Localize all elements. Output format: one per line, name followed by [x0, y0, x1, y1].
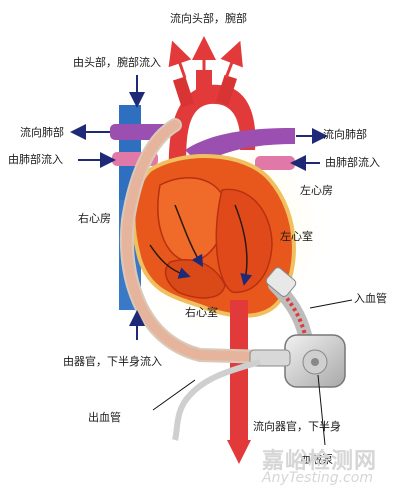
- label-right-ventricle: 右心室: [185, 306, 218, 319]
- carotid-branch: [196, 70, 212, 100]
- label-flow-to-head-arms: 流向头部，腕部: [170, 12, 247, 25]
- label-from-lung-right: 由肺部流入: [325, 156, 380, 169]
- label-left-atrium: 左心房: [300, 184, 333, 197]
- label-flow-to-lower-body: 流向器官，下半身: [253, 420, 341, 433]
- subclavian-branch-right: [215, 74, 237, 106]
- label-left-ventricle: 左心室: [280, 230, 313, 243]
- label-from-lower-body: 由器官，下半身流入: [63, 355, 162, 368]
- inflow-cannula-tip: [265, 267, 297, 297]
- subclavian-branch: [172, 76, 194, 108]
- label-inflow-cannula: 入血管: [354, 292, 387, 305]
- pulmonary-vein-right: [255, 156, 295, 170]
- aortic-arch: [168, 84, 256, 190]
- label-right-atrium: 右心房: [78, 212, 111, 225]
- label-blood-pump: 血液泵: [300, 453, 333, 466]
- label-from-lung-left: 由肺部流入: [8, 153, 63, 166]
- label-outflow-graft: 出血管: [88, 411, 121, 424]
- watermark-cn: 嘉峪检测网: [262, 449, 378, 474]
- label-flow-to-lung-left: 流向肺部: [20, 126, 64, 139]
- driveline: [172, 359, 261, 441]
- label-flow-to-lung-right: 流向肺部: [323, 128, 367, 141]
- label-from-head-arms: 由头部，腕部流入: [73, 56, 161, 69]
- left-ventricle-chamber: [215, 188, 273, 294]
- watermark-en: AnyTesting.com: [262, 470, 373, 486]
